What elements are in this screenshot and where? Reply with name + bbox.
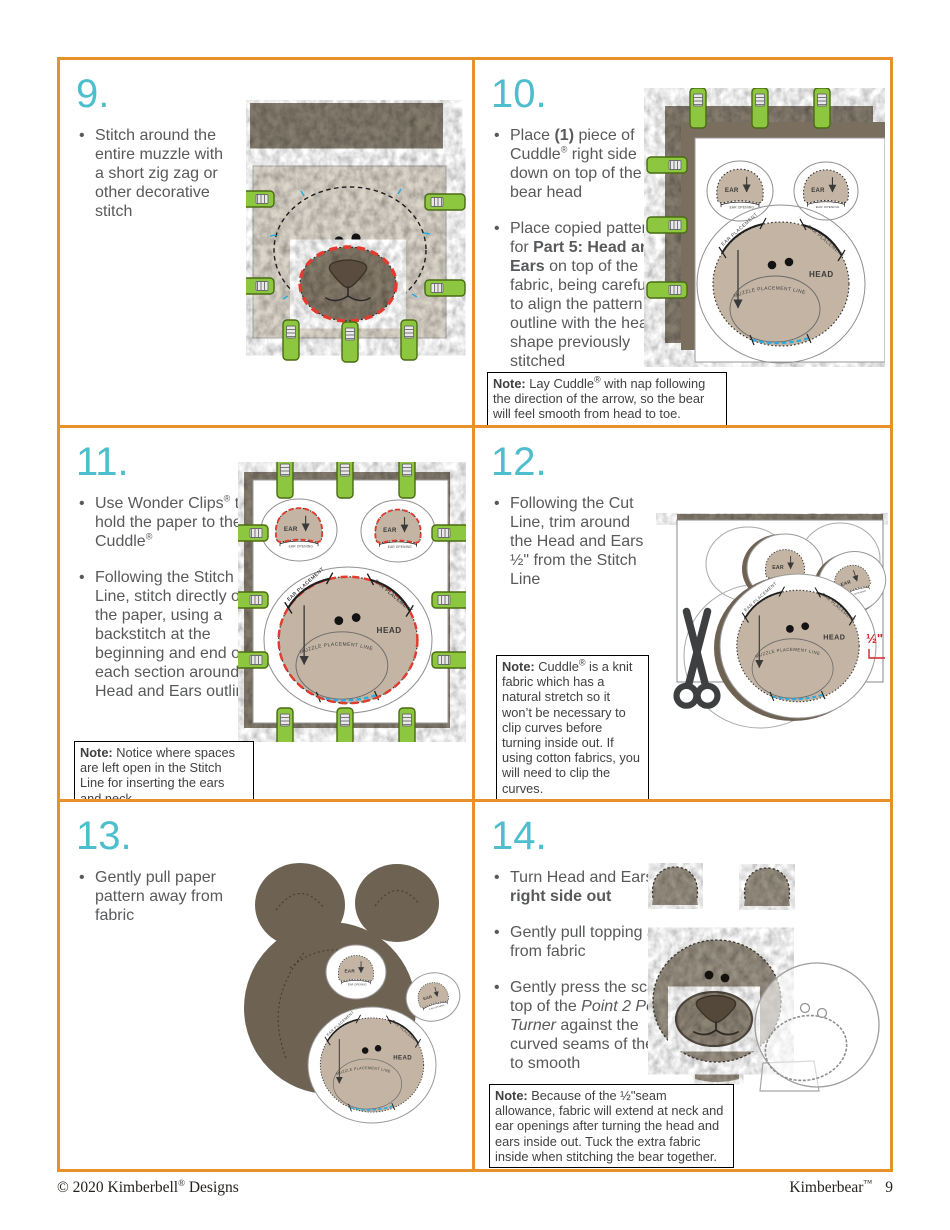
instruction-bullet: Place (1) piece of Cuddle® right side do… bbox=[493, 126, 661, 202]
step-number: 10. bbox=[491, 72, 547, 116]
svg-text:½": ½" bbox=[866, 631, 883, 646]
instruction-bullet: Stitch around the entire muzzle with a s… bbox=[78, 126, 236, 221]
paper-ear-pattern bbox=[325, 944, 387, 1000]
bear-eye bbox=[704, 970, 714, 980]
wonder-clip-icon bbox=[689, 87, 707, 129]
wonder-clip-icon bbox=[646, 281, 688, 299]
note-box: Note: Cuddle® is a knit fabric which has… bbox=[496, 655, 649, 799]
bear-eye bbox=[334, 236, 344, 246]
step-instructions: Stitch around the entire muzzle with a s… bbox=[78, 126, 236, 221]
note-box: Note: Notice where spaces are left open … bbox=[74, 741, 254, 799]
instruction-grid: 9. Stitch around the entire muzzle with … bbox=[57, 57, 893, 1172]
seam-allowance-label: ½" bbox=[866, 631, 885, 659]
instruction-bullet: Gently press the scallop top of the Poin… bbox=[493, 978, 691, 1073]
bear-nose bbox=[695, 994, 737, 1024]
step-10-illustration bbox=[641, 87, 886, 375]
fur-bear-head bbox=[652, 939, 782, 1082]
wonder-clip-icon bbox=[751, 87, 769, 129]
cut-head-piece bbox=[714, 573, 877, 721]
turner-hole bbox=[816, 1007, 828, 1019]
wonder-clip-icon bbox=[813, 87, 831, 129]
wonder-clip-icon bbox=[431, 651, 472, 669]
step-10-section: 10. Place (1) piece of Cuddle® right sid… bbox=[475, 60, 890, 428]
step-instructions: Gently pull paper pattern away from fabr… bbox=[78, 868, 228, 925]
wonder-clip-icon bbox=[398, 457, 416, 499]
wonder-clip-icon bbox=[282, 319, 300, 361]
pattern-name: Kimberbear™ bbox=[789, 1177, 873, 1196]
fur-ear bbox=[744, 868, 790, 906]
wonder-clip-icon bbox=[233, 277, 275, 295]
fur-ear bbox=[652, 867, 698, 905]
head-stitch-line bbox=[273, 186, 427, 314]
note-box: Note: Because of the ½"seam allowance, f… bbox=[489, 1084, 734, 1169]
step-9-illustration bbox=[233, 100, 468, 373]
turner-hole bbox=[799, 1002, 811, 1014]
instruction-bullet: Place copied pattern for Part 5: Head an… bbox=[493, 219, 661, 371]
note-box: Note: Lay Cuddle® with nap following the… bbox=[487, 372, 727, 425]
wonder-clip-icon bbox=[227, 591, 269, 609]
instruction-bullet: Gently pull paper pattern away from fabr… bbox=[78, 868, 228, 925]
wonder-clip-icon bbox=[431, 591, 472, 609]
bear-mouth bbox=[325, 286, 371, 302]
step-13-section: 13. Gently pull paper pattern away from … bbox=[60, 802, 475, 1169]
step-instructions: Turn Head and Ears right side out Gently… bbox=[493, 868, 691, 1073]
wonder-clip-icon bbox=[646, 156, 688, 174]
page-number: 9 bbox=[885, 1179, 893, 1196]
step-number: 14. bbox=[491, 814, 547, 858]
paper-ear-pattern bbox=[405, 972, 461, 1022]
wonder-clip-icon bbox=[233, 190, 275, 208]
wonder-clip-icon bbox=[227, 524, 269, 542]
wonder-clip-icon bbox=[276, 707, 294, 749]
bear-nose bbox=[328, 259, 368, 289]
step-12-illustration: ½" bbox=[588, 506, 888, 799]
stitch-tick-marks bbox=[269, 188, 431, 300]
instruction-bullet: Following the Cut Line, trim around the … bbox=[493, 494, 653, 589]
instruction-bullet: Following the Stitch Line, stitch direct… bbox=[78, 568, 268, 701]
wonder-clip-icon bbox=[400, 319, 418, 361]
copyright-text: © 2020 Kimberbell® Designs bbox=[57, 1177, 239, 1196]
fur-fabric bbox=[250, 103, 443, 170]
instruction-bullet: Gently pull topping away from fabric bbox=[493, 923, 691, 961]
ear-pattern-right bbox=[793, 161, 859, 221]
neck-opening bbox=[695, 1058, 739, 1082]
point-2-point-turner bbox=[754, 962, 880, 1092]
wonder-clip-icon bbox=[398, 707, 416, 749]
step-number: 9. bbox=[76, 72, 110, 116]
paper-head-pattern bbox=[307, 1006, 437, 1124]
bear-eye bbox=[351, 233, 361, 243]
step-9-section: 9. Stitch around the entire muzzle with … bbox=[60, 60, 475, 428]
step-14-illustration bbox=[648, 858, 880, 1105]
visible-stitch-lines bbox=[275, 889, 420, 1059]
step-instructions: Place (1) piece of Cuddle® right side do… bbox=[493, 126, 661, 371]
wonder-clip-icon bbox=[336, 707, 354, 749]
step-number: 13. bbox=[76, 814, 132, 858]
head-pattern bbox=[696, 204, 866, 364]
wonder-clip-icon bbox=[424, 279, 466, 297]
step-instructions: Use Wonder Clips® to hold the paper to t… bbox=[78, 494, 268, 701]
step-14-section: 14. Turn Head and Ears right side out Ge… bbox=[475, 802, 890, 1169]
step-instructions: Following the Cut Line, trim around the … bbox=[493, 494, 653, 589]
bear-eye bbox=[720, 973, 730, 983]
bear-mouth bbox=[693, 1021, 739, 1036]
step-number: 11. bbox=[76, 440, 129, 484]
page-footer: © 2020 Kimberbell® Designs Kimberbear™ 9 bbox=[57, 1177, 893, 1197]
step-12-section: 12. Following the Cut Line, trim around … bbox=[475, 428, 890, 802]
step-11-illustration bbox=[227, 457, 472, 749]
ear-pattern-left bbox=[706, 160, 774, 222]
muzzle-zigzag-stitch bbox=[298, 245, 398, 323]
wonder-clip-icon bbox=[276, 457, 294, 499]
footer-right: Kimberbear™ 9 bbox=[789, 1177, 893, 1197]
step-11-section: 11. Use Wonder Clips® to hold the paper … bbox=[60, 428, 475, 802]
instruction-bullet: Turn Head and Ears right side out bbox=[493, 868, 691, 906]
wonder-clip-icon bbox=[431, 524, 472, 542]
wonder-clip-icon bbox=[341, 321, 359, 363]
wonder-clip-icon bbox=[336, 457, 354, 499]
wonder-clip-icon bbox=[424, 193, 466, 211]
step-13-illustration bbox=[228, 850, 468, 1140]
instruction-bullet: Use Wonder Clips® to hold the paper to t… bbox=[78, 494, 268, 551]
wonder-clip-icon bbox=[227, 651, 269, 669]
step-number: 12. bbox=[491, 440, 547, 484]
wonder-clip-icon bbox=[646, 216, 688, 234]
